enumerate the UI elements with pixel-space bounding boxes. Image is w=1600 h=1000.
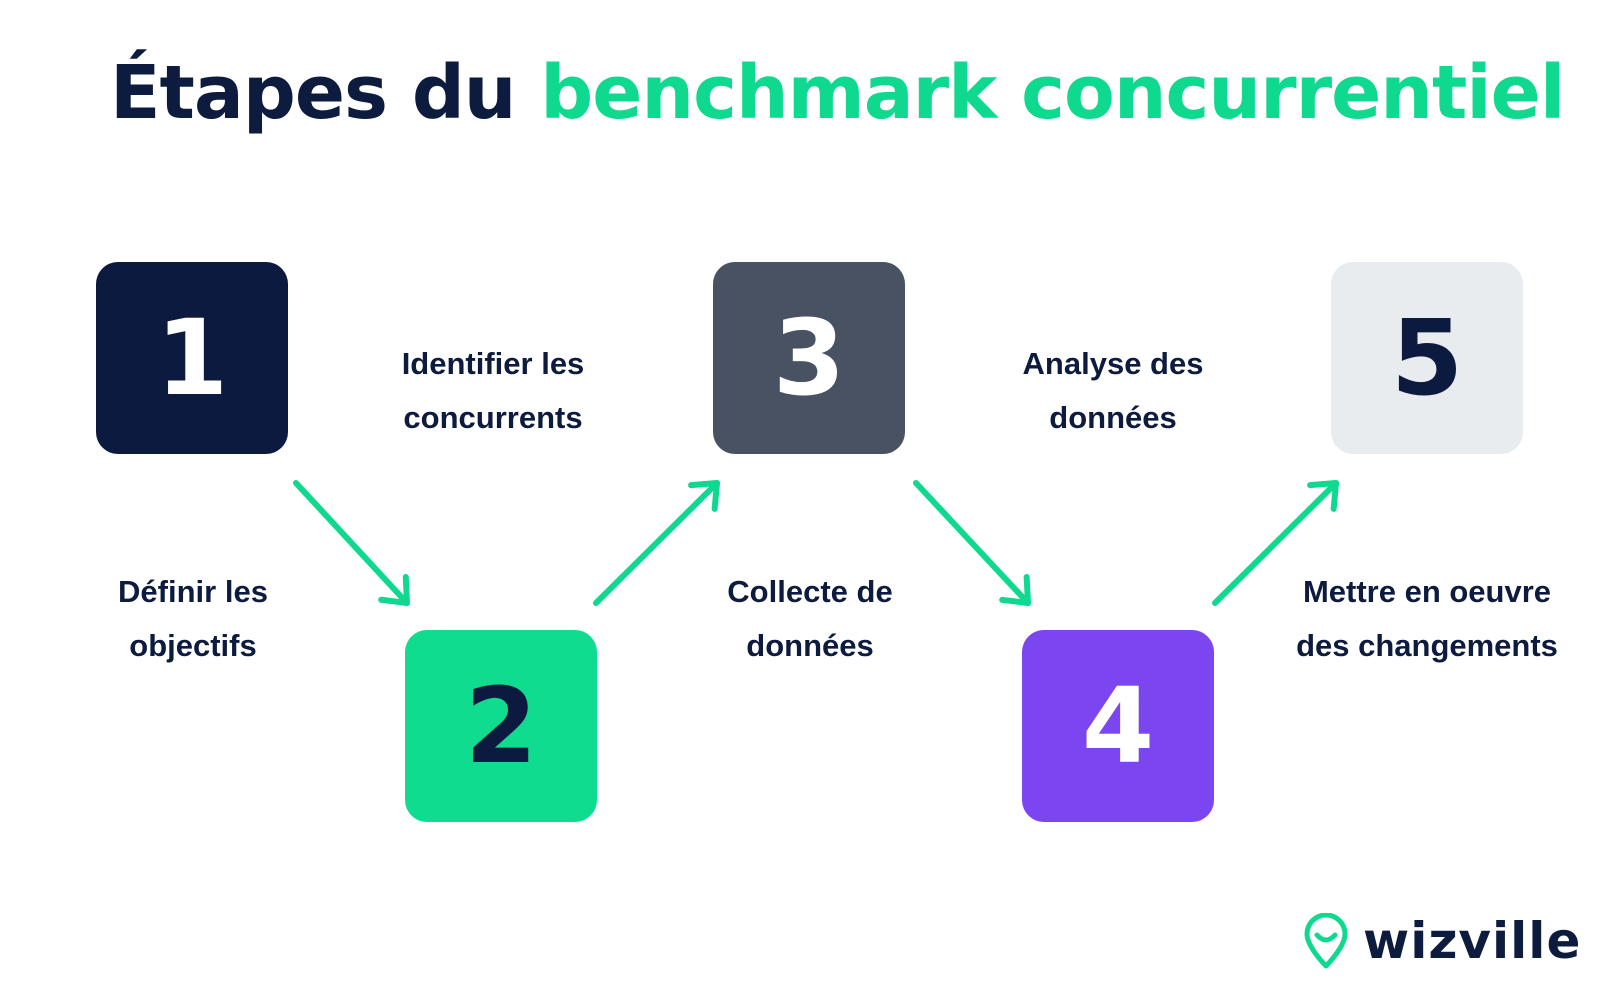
step-5-label-line1: Mettre en oeuvre [1302,574,1552,609]
map-pin-smile-icon [1304,913,1348,969]
step-2-number: 2 [464,665,538,787]
step-3-label-line1: Collecte de [727,574,893,609]
step-4-number: 4 [1081,665,1155,787]
step-2-label: Identifier les concurrents [333,337,653,445]
step-3-number: 3 [772,297,846,419]
step-3-label: Collecte de données [650,565,970,673]
page-title: Étapes du benchmark concurrentiel [110,50,1565,136]
step-2-box: 2 [405,630,597,822]
step-3-label-line2: données [746,628,874,663]
arrow-2-head [688,480,720,512]
logo-text: wizville [1363,912,1582,970]
arrow-2-shaft [593,480,720,606]
step-5-label: Mettre en oeuvre des changements [1267,565,1587,673]
step-4-label: Analyse des données [953,337,1273,445]
arrow-3-shaft [913,480,1031,606]
step-4-label-line2: données [1049,400,1177,435]
step-1-label-line2: objectifs [129,628,257,663]
arrow-4-head [1307,480,1339,512]
step-4-box: 4 [1022,630,1214,822]
title-part-highlight: benchmark concurrentiel [540,50,1565,136]
title-part-main: Étapes du [110,50,541,136]
arrow-1-shaft [293,480,410,606]
step-1-label-line1: Définir les [118,574,268,609]
arrow-3-head [999,574,1031,606]
step-4-label-line1: Analyse des [1022,346,1204,381]
step-1-number: 1 [155,297,229,419]
step-5-box: 5 [1331,262,1523,454]
step-1-box: 1 [96,262,288,454]
step-1-label: Définir les objectifs [33,565,353,673]
step-2-label-line2: concurrents [403,400,583,435]
step-5-number: 5 [1390,297,1464,419]
arrow-4-shaft [1212,480,1339,606]
wizville-logo: wizville [1303,912,1581,970]
step-2-label-line1: Identifier les [401,346,585,381]
arrow-1-head [378,574,410,606]
step-3-box: 3 [713,262,905,454]
step-5-label-line2: des changements [1296,628,1558,663]
